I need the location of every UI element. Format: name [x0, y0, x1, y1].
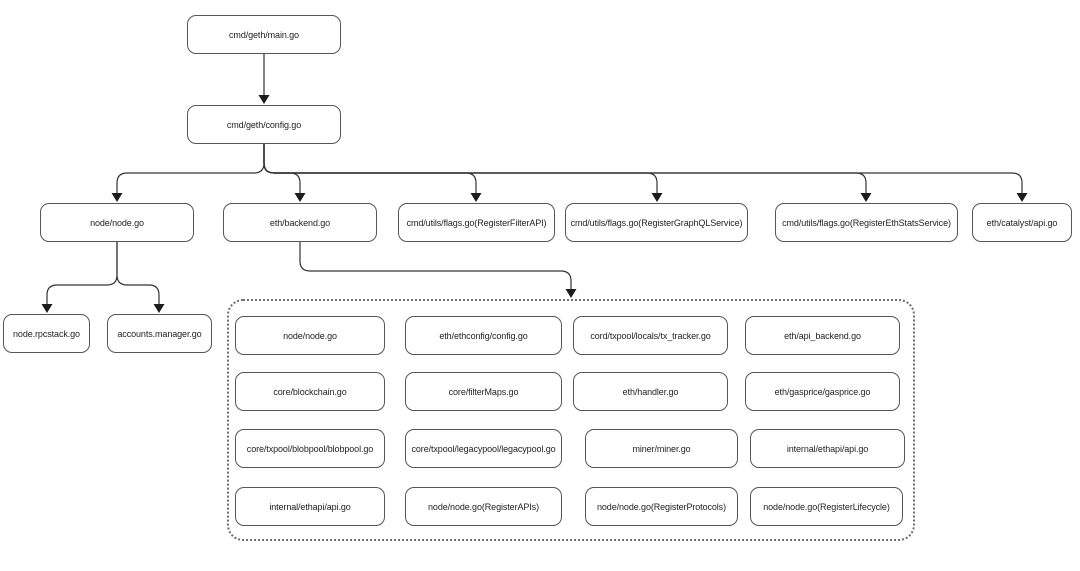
arrowhead	[111, 193, 123, 202]
arrowhead	[565, 289, 577, 298]
backend-dependencies-group	[227, 299, 915, 541]
arrowhead	[651, 193, 663, 202]
edge-node-to-rpcstack	[46, 242, 118, 304]
node-box-accounts-manager: accounts.manager.go	[107, 314, 212, 353]
arrowhead	[41, 304, 53, 313]
arrowhead	[470, 193, 482, 202]
group-node-r4c4: node/node.go(RegisterLifecycle)	[750, 487, 903, 526]
group-node-r2c2: core/filterMaps.go	[405, 372, 562, 411]
group-node-r2c4: eth/gasprice/gasprice.go	[745, 372, 900, 411]
group-node-r1c1: node/node.go	[235, 316, 385, 355]
edge-config-to-backend	[263, 144, 301, 193]
group-node-r3c1: core/txpool/blobpool/blobpool.go	[235, 429, 385, 468]
edge-config-to-node	[116, 144, 265, 193]
edge-config-to-catalyst	[263, 144, 1023, 193]
node-box-node-rpcstack: node.rpcstack.go	[3, 314, 90, 353]
group-node-r3c2: core/txpool/legacypool/legacypool.go	[405, 429, 562, 468]
arrowhead	[294, 193, 306, 202]
edge-config-to-graphql	[263, 144, 658, 193]
group-node-r4c3: node/node.go(RegisterProtocols)	[585, 487, 738, 526]
node-box-eth-backend: eth/backend.go	[223, 203, 377, 242]
group-node-r2c1: core/blockchain.go	[235, 372, 385, 411]
arrowhead	[860, 193, 872, 202]
group-node-r3c4: internal/ethapi/api.go	[750, 429, 905, 468]
edge-node-to-accounts	[116, 242, 160, 304]
node-box-flags-registergraphqlservice: cmd/utils/flags.go(RegisterGraphQLServic…	[565, 203, 748, 242]
arrowhead	[258, 95, 270, 104]
group-node-r1c4: eth/api_backend.go	[745, 316, 900, 355]
group-node-r1c3: cord/txpool/locals/tx_tracker.go	[573, 316, 728, 355]
group-node-r2c3: eth/handler.go	[573, 372, 728, 411]
node-box-cmd-geth-main: cmd/geth/main.go	[187, 15, 341, 54]
node-box-eth-catalyst-api: eth/catalyst/api.go	[972, 203, 1072, 242]
group-node-r4c2: node/node.go(RegisterAPIs)	[405, 487, 562, 526]
node-box-flags-registerfilterapi: cmd/utils/flags.go(RegisterFilterAPI)	[398, 203, 555, 242]
edge-config-to-ethstats	[263, 144, 867, 193]
node-box-cmd-geth-config: cmd/geth/config.go	[187, 105, 341, 144]
arrowhead	[1016, 193, 1028, 202]
group-node-r3c3: miner/miner.go	[585, 429, 738, 468]
node-box-flags-registerethstatsservice: cmd/utils/flags.go(RegisterEthStatsServi…	[775, 203, 958, 242]
arrowhead	[153, 304, 165, 313]
group-node-r1c2: eth/ethconfig/config.go	[405, 316, 562, 355]
group-node-r4c1: internal/ethapi/api.go	[235, 487, 385, 526]
node-box-node-node: node/node.go	[40, 203, 194, 242]
edge-config-to-filterapi	[263, 144, 477, 193]
edge-backend-to-group	[299, 242, 572, 289]
